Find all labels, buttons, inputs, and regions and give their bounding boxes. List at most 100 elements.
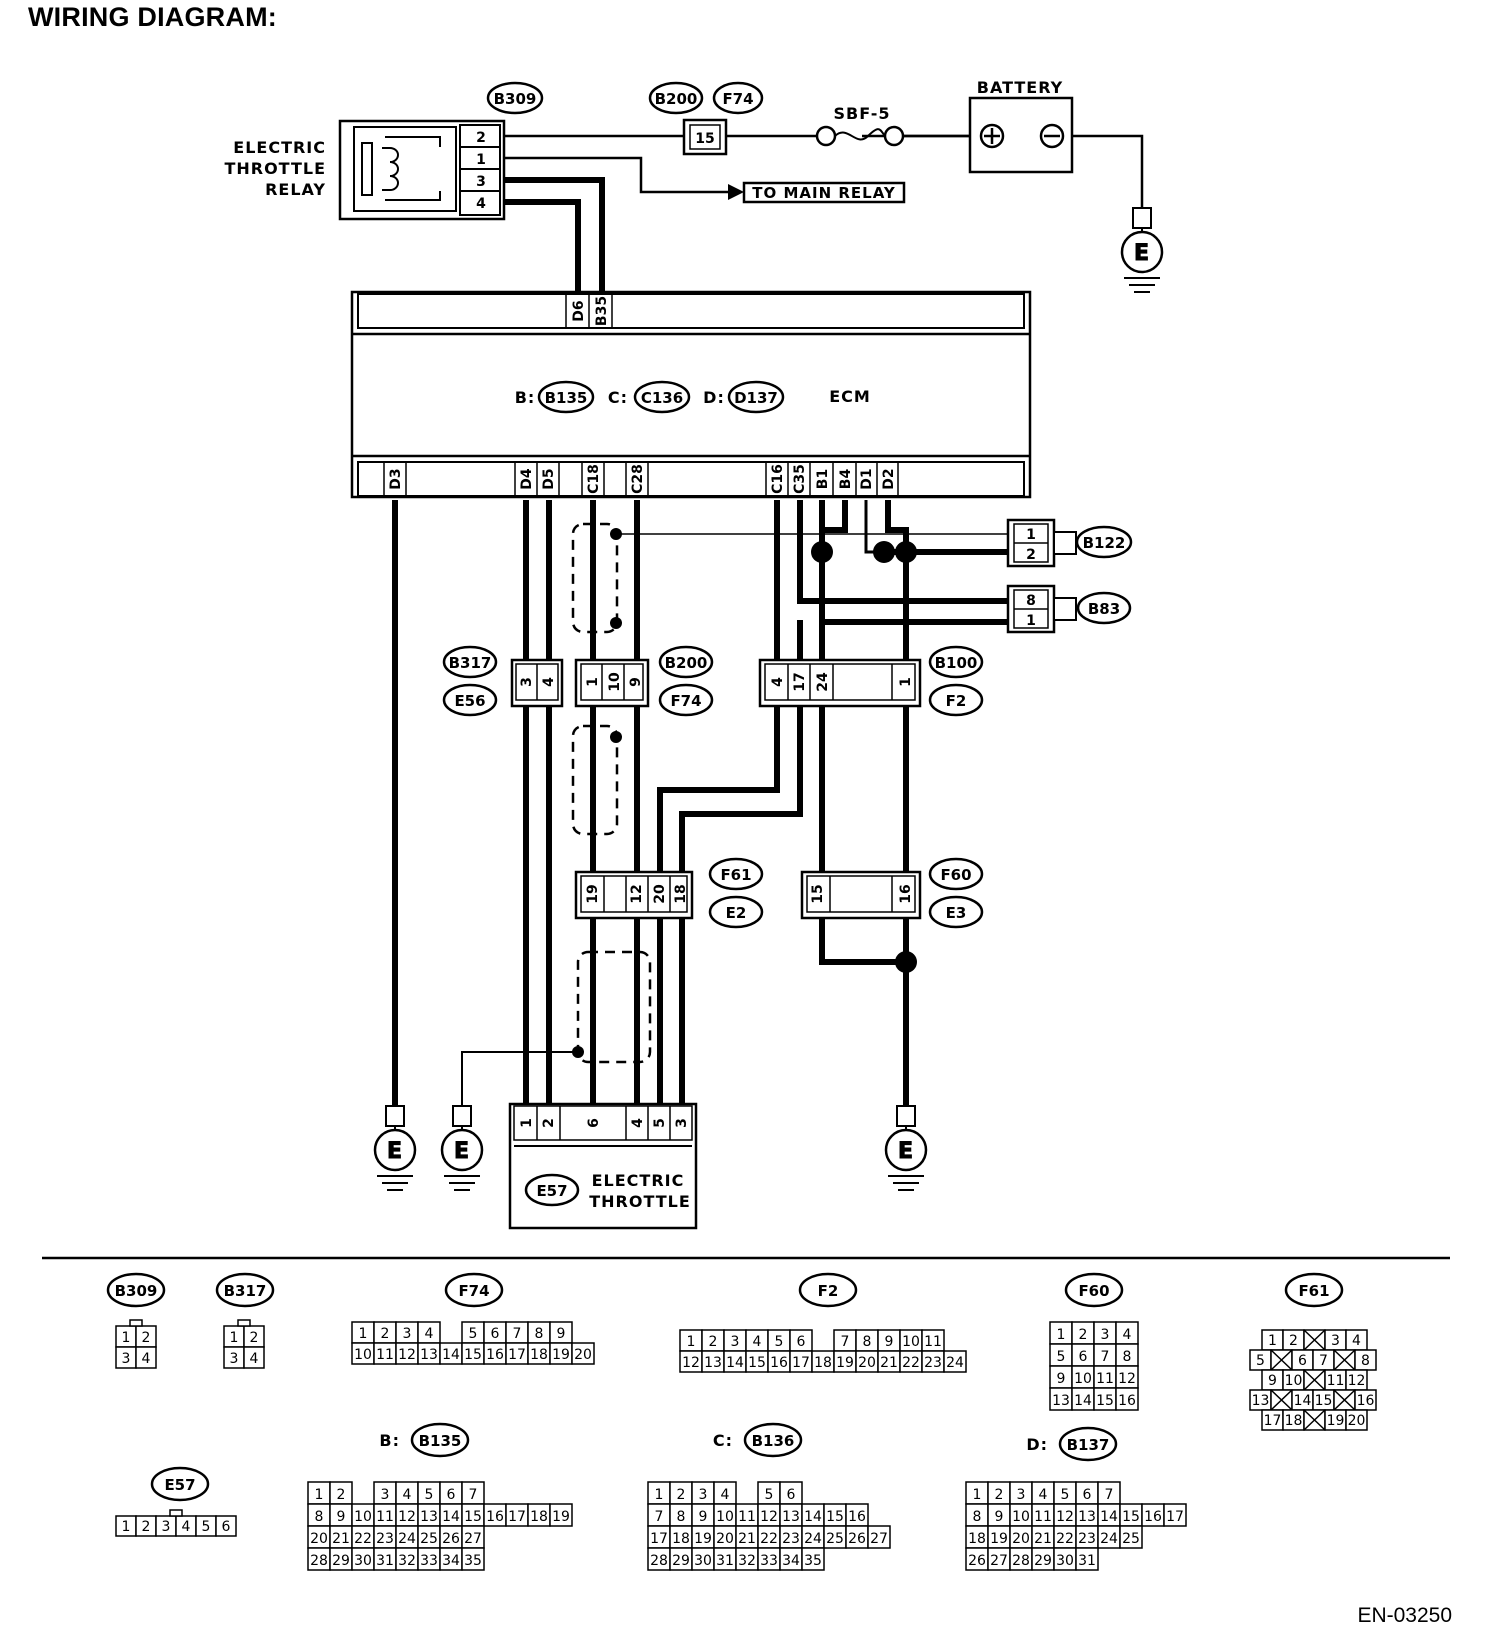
pin-cell: 4	[721, 1487, 730, 1503]
ecm-bottom-pin: D1	[859, 468, 875, 489]
pin-cell: 22	[760, 1531, 778, 1547]
pin-cell: 15	[464, 1347, 482, 1363]
relay-pin: 1	[476, 152, 486, 168]
pin-cell: 2	[142, 1330, 151, 1346]
svg-text:5: 5	[652, 1118, 668, 1128]
pin-cell: 12	[682, 1355, 700, 1371]
badge-f60: F60	[928, 857, 984, 891]
badge-b137: D137	[727, 380, 785, 414]
svg-text:17: 17	[792, 672, 808, 691]
pin-cell: 14	[726, 1355, 744, 1371]
shield-loop-3	[576, 950, 652, 1064]
pin-cell: 8	[973, 1509, 982, 1525]
pin-cell: 13	[1078, 1509, 1096, 1525]
view-badge-label: B135	[419, 1432, 462, 1450]
badge-f74-top: F74	[712, 81, 764, 115]
fuse-connector: 15	[682, 118, 728, 156]
relay-frame-lines	[385, 136, 441, 201]
pin-cell: 22	[354, 1531, 372, 1547]
pin-cell: 13	[420, 1509, 438, 1525]
pin-cell: 26	[848, 1531, 866, 1547]
pin-cell: 1	[1057, 1327, 1066, 1343]
svg-text:8: 8	[1026, 593, 1036, 609]
pin-cell: 4	[1123, 1327, 1132, 1343]
svg-text:24: 24	[815, 672, 831, 692]
pin-cell: 6	[447, 1487, 456, 1503]
junction-dot	[895, 951, 917, 973]
pin-cell: 3	[731, 1334, 740, 1350]
pin-cell: 10	[1285, 1373, 1303, 1389]
pin-cell: 2	[337, 1487, 346, 1503]
svg-text:B309: B309	[494, 90, 537, 108]
pin-cell: 15	[1315, 1393, 1333, 1409]
battery-negative-icon	[1039, 123, 1065, 149]
pin-cell: 33	[420, 1553, 438, 1569]
pin-cell: 2	[1289, 1333, 1298, 1349]
pin-cell: 17	[1166, 1509, 1184, 1525]
pin-cell: 14	[1100, 1509, 1118, 1525]
svg-text:E: E	[387, 1139, 403, 1164]
svg-text:1: 1	[1026, 527, 1036, 543]
svg-text:15: 15	[695, 131, 714, 147]
pin-cell: 27	[464, 1531, 482, 1547]
pin-cell: 23	[376, 1531, 394, 1547]
pin-cell: 1	[122, 1519, 131, 1535]
junction-dot	[610, 528, 622, 540]
svg-text:C:: C:	[608, 388, 628, 407]
pin-cell: 29	[332, 1553, 350, 1569]
battery: BATTERY	[968, 78, 1074, 174]
junction-dot	[811, 541, 833, 563]
pin-cell: 32	[738, 1553, 756, 1569]
svg-text:E56: E56	[454, 692, 485, 710]
svg-text:1: 1	[1026, 613, 1036, 629]
pin-cell: 5	[765, 1487, 774, 1503]
electric-throttle: 1 2 6 4 5 3 E57 ELECTRIC THROTTLE	[508, 1102, 698, 1230]
pin-cell: 2	[995, 1487, 1004, 1503]
throttle-relay: ELECTRIC THROTTLE RELAY 2 1 3 4	[224, 119, 506, 221]
pin-cell: 17	[508, 1347, 526, 1363]
pin-cell: 1	[1268, 1333, 1277, 1349]
svg-text:D137: D137	[734, 389, 778, 407]
pin-cell: 1	[655, 1487, 664, 1503]
pin-cell: 10	[902, 1334, 920, 1350]
shield-loops	[571, 522, 652, 1064]
pin-cell: 21	[332, 1531, 350, 1547]
pin-cell: 19	[694, 1531, 712, 1547]
pin-cell: 28	[310, 1553, 328, 1569]
pin-cell: 11	[738, 1509, 756, 1525]
relay-pin: 2	[476, 130, 486, 146]
pin-cell: 27	[990, 1553, 1008, 1569]
ecm-bottom-pin: C16	[770, 464, 786, 494]
pin-cell: 3	[381, 1487, 390, 1503]
fuse-sbf5: SBF-5	[815, 104, 905, 147]
pin-cell: 30	[694, 1553, 712, 1569]
pin-cell: 15	[464, 1509, 482, 1525]
pin-cell: 12	[1118, 1371, 1136, 1387]
pin-cell: 2	[1079, 1327, 1088, 1343]
document-code: EN-03250	[1357, 1604, 1452, 1627]
pin-cell: 22	[902, 1355, 920, 1371]
svg-text:16: 16	[898, 884, 914, 903]
view-badge-label: B137	[1067, 1436, 1110, 1454]
view-badge-label: B317	[224, 1282, 267, 1300]
connector-b122: 1 2	[1006, 518, 1077, 568]
svg-text:TO MAIN RELAY: TO MAIN RELAY	[752, 184, 896, 202]
badge-f74: F74	[658, 683, 714, 717]
badge-b317: B317	[442, 645, 498, 679]
pin-cell: 18	[1285, 1413, 1303, 1429]
connector-b83: 8 1	[1006, 584, 1077, 634]
view-badge-label: F61	[1298, 1282, 1329, 1300]
pin-cell: 33	[760, 1553, 778, 1569]
pin-cell: 8	[1361, 1353, 1370, 1369]
wire-relay-pin3-ecm	[500, 177, 605, 296]
ground-icon	[884, 1105, 928, 1191]
relay-label-line2: THROTTLE	[224, 159, 326, 178]
svg-text:20: 20	[652, 884, 668, 904]
wire-c35-lower	[679, 620, 803, 1106]
wire-battery-ground	[1072, 134, 1144, 208]
pin-cell: 5	[775, 1334, 784, 1350]
pin-cell: 9	[699, 1509, 708, 1525]
pin-cell: 18	[530, 1509, 548, 1525]
